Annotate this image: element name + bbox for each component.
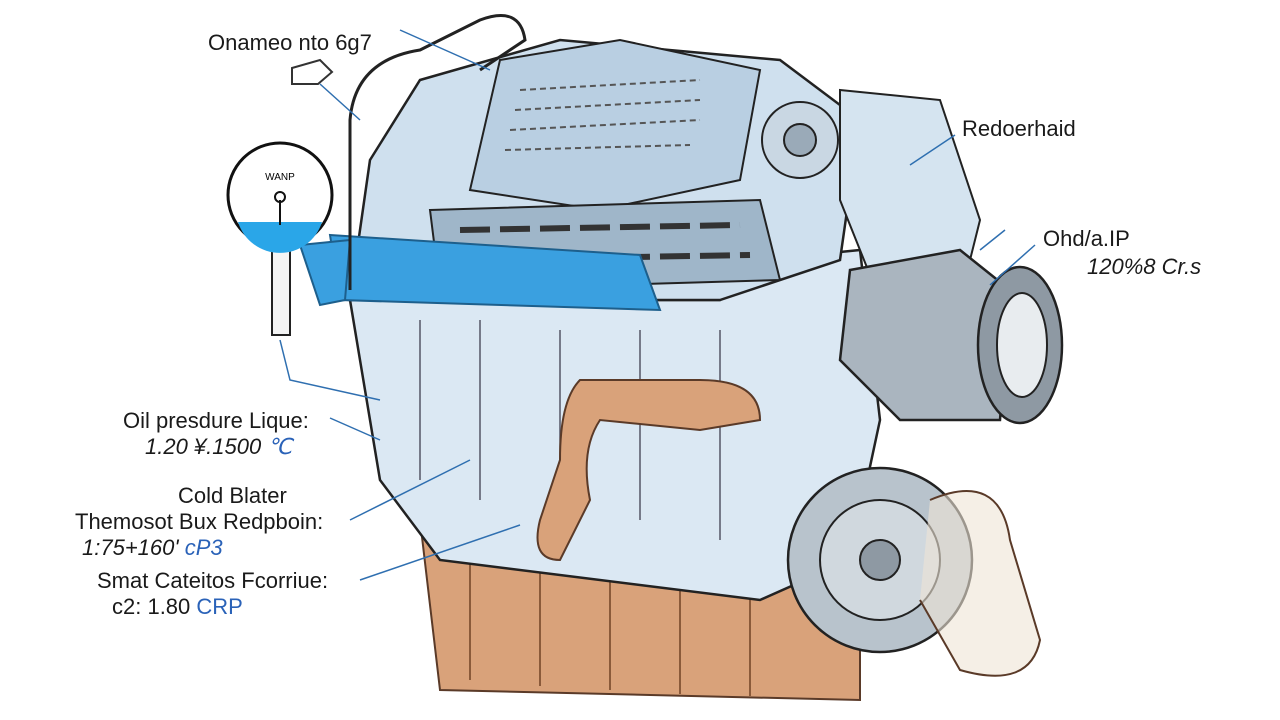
- thermo-unit: cP3: [184, 535, 223, 560]
- pulley: [786, 466, 1042, 677]
- leader-lines: [279, 29, 1036, 581]
- copper-pipe: [536, 379, 762, 562]
- bracket-icon: [291, 58, 334, 85]
- label-smart-value: c2: 1.80 CRP: [112, 596, 243, 618]
- oil-value: 1.20 ¥.1500: [145, 434, 262, 459]
- label-thermo-value: 1:75+160' cP3: [82, 537, 223, 559]
- smart-unit: CRP: [196, 594, 243, 619]
- label-smart-name: Smat Cateitos Fcorriue:: [97, 568, 329, 593]
- smart-value: c2: 1.80: [112, 594, 191, 619]
- gauge-label: WANP: [265, 172, 295, 183]
- oil-unit: ℃: [267, 434, 293, 459]
- engine-block: [348, 38, 982, 602]
- turbocharger: [838, 248, 1064, 425]
- pressure-gauge: WANP: [226, 141, 334, 336]
- label-thermo-name: Themosot Bux Redpboin:: [75, 509, 324, 534]
- label-top-right: Redoerhaid: [962, 116, 1076, 141]
- label-oil-value: 1.20 ¥.1500 ℃: [145, 436, 292, 458]
- label-right-value: 120%8 Cr.s: [1087, 254, 1202, 279]
- top-pipe: [348, 14, 527, 290]
- thermo-value: 1:75+160': [82, 535, 179, 560]
- sensor-connector: [298, 238, 352, 307]
- label-cold-title: Cold Blater: [178, 483, 287, 508]
- label-top-left: Onameo nto 6g7: [208, 30, 372, 55]
- label-right-name: Ohd/a.IP: [1043, 226, 1130, 251]
- label-oil-name: Oil presdure Lique:: [123, 408, 309, 433]
